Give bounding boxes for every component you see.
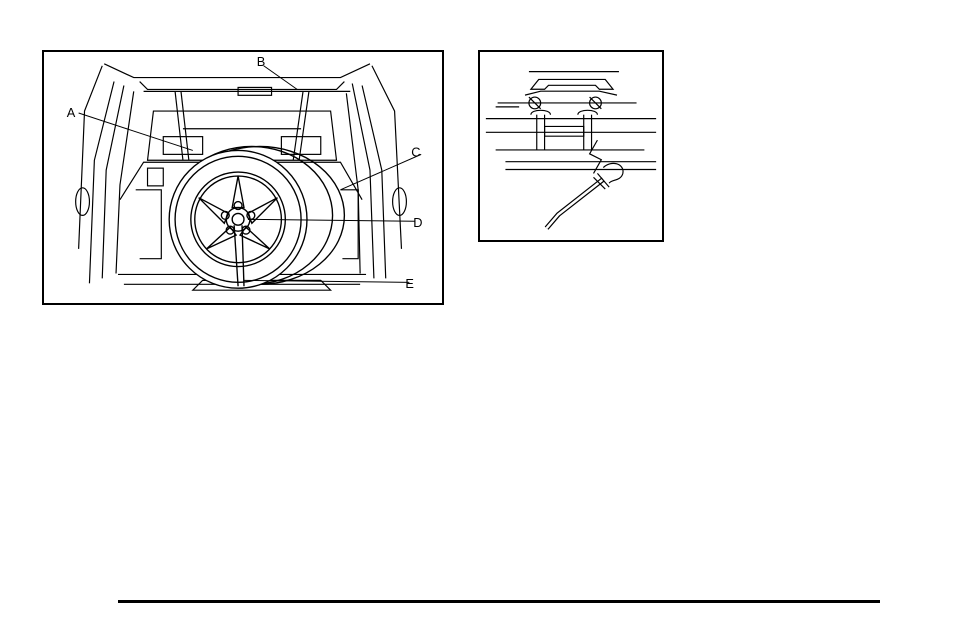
callout-a: A (67, 105, 76, 120)
callout-c: C (411, 144, 420, 159)
callout-d: D (413, 215, 422, 230)
hook-detail-drawing (480, 52, 662, 240)
callout-b: B (257, 54, 266, 69)
spare-tire-drawing: A B C D E (44, 52, 442, 303)
spare-tire-cargo-illustration: A B C D E (42, 50, 444, 305)
page-footer-rule (118, 600, 880, 603)
hook-detail-illustration (478, 50, 664, 242)
callout-e: E (405, 276, 414, 291)
